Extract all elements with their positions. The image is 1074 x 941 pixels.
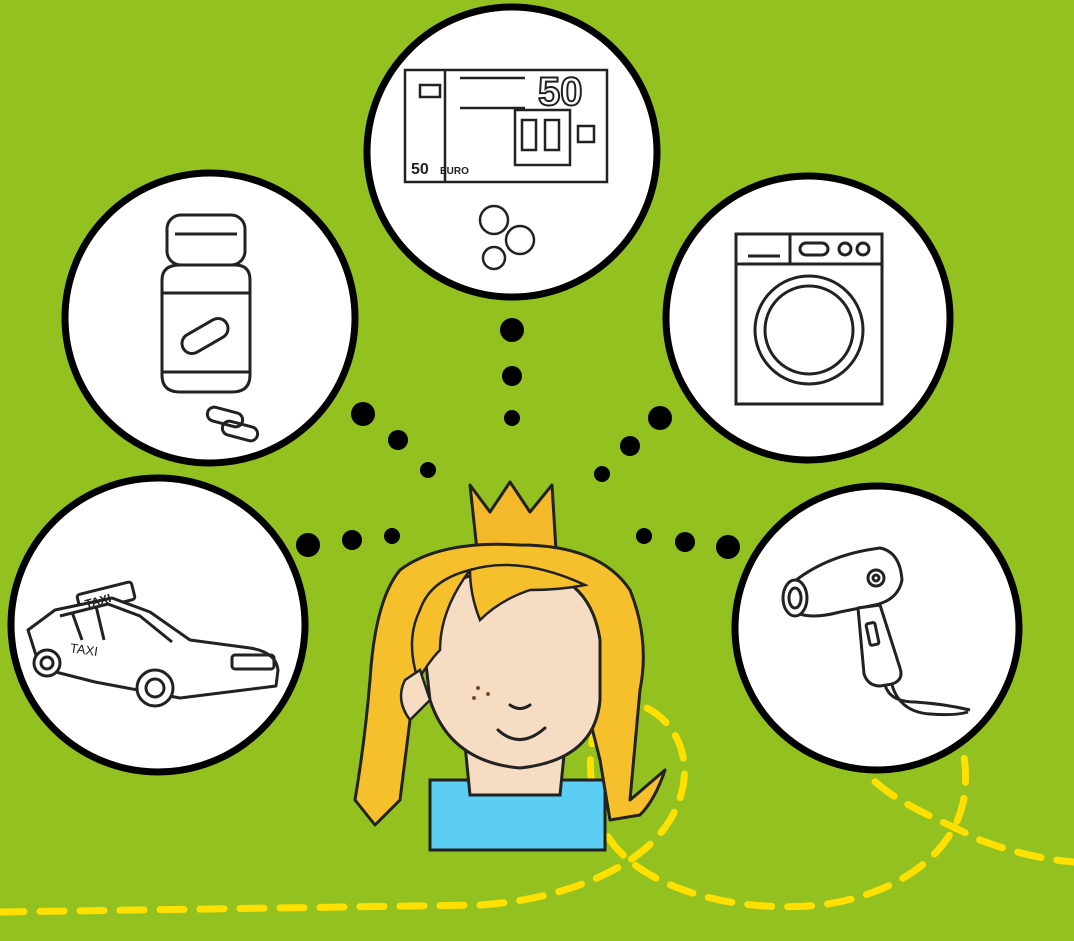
banknote-label: 50	[411, 161, 429, 178]
taxi-circle: TAXI TAXI	[11, 478, 305, 772]
banknote-value: 50	[538, 70, 583, 114]
laundry-circle	[666, 176, 950, 460]
money-circle: 50 50 EURO	[367, 7, 657, 297]
washing-machine-icon	[736, 234, 882, 404]
hairdryer-circle	[735, 486, 1019, 770]
banknote-currency: EURO	[440, 166, 469, 177]
medicine-circle	[65, 173, 355, 463]
